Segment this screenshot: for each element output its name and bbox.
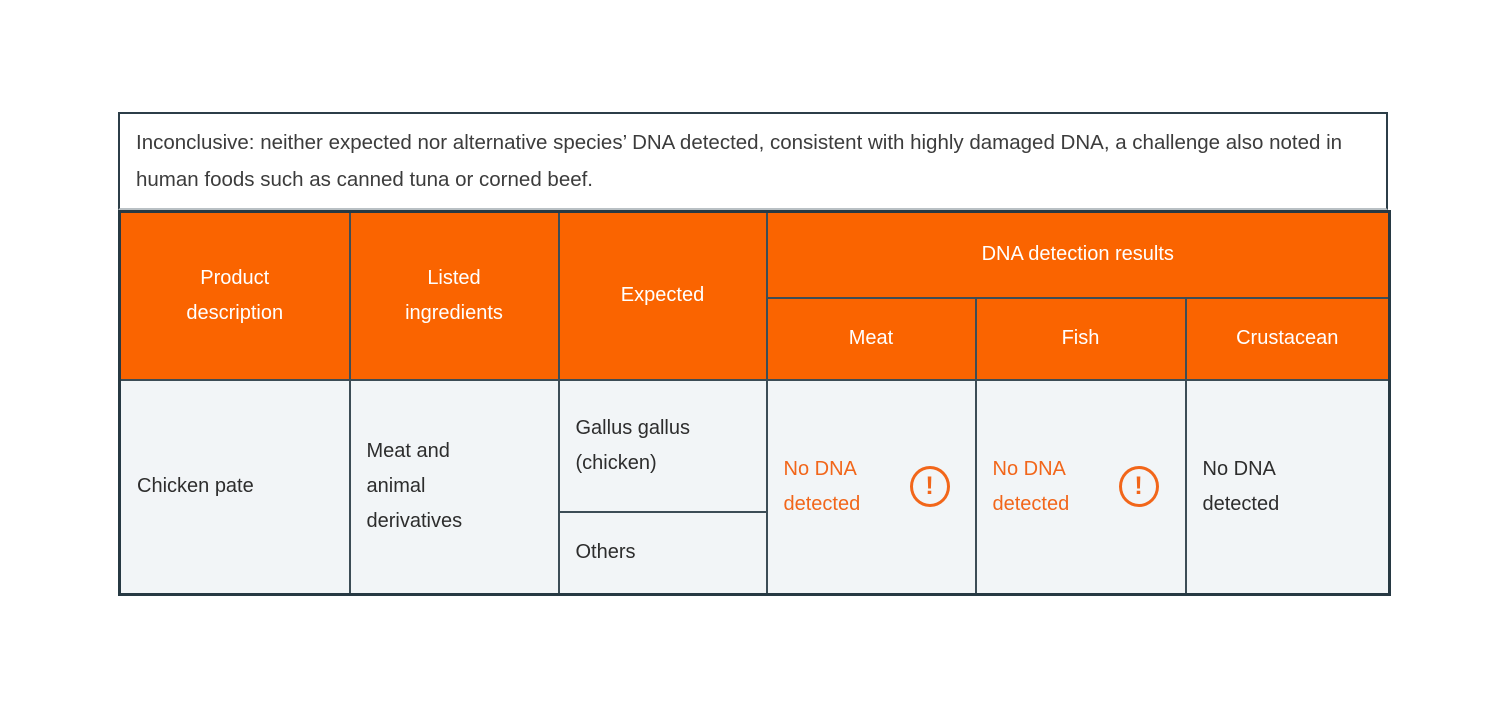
cell-expected-others: Others (557, 510, 768, 596)
header-meat-label: Meat (848, 327, 894, 349)
warning-icon: ! (909, 466, 950, 508)
meat-result-value: No DNA detected (783, 457, 861, 515)
inconclusive-note: Inconclusive: neither expected nor alter… (118, 112, 1388, 210)
meat-result: No DNA detected ! (784, 452, 965, 522)
header-fish-label: Fish (1061, 327, 1100, 349)
header-product-description: Product description (118, 210, 351, 381)
header-crustacean-label: Crustacean (1236, 327, 1339, 349)
cell-listed-ingredients: Meat and animal derivatives (348, 378, 560, 596)
expected-species-value: Gallus gallus (chicken) (575, 416, 691, 474)
header-dna-detection-results: DNA detection results (765, 210, 1391, 299)
header-dna-detection-results-label: DNA detection results (981, 243, 1174, 266)
crustacean-result-value: No DNA detected (1202, 457, 1280, 515)
header-listed-ingredients: Listed ingredients (348, 210, 560, 381)
header-crustacean: Crustacean (1184, 296, 1391, 381)
fish-result-value: No DNA detected (992, 457, 1070, 515)
header-listed-ingredients-label: Listed ingredients (405, 266, 503, 324)
dna-detection-table: Product description Listed ingredients E… (118, 210, 1392, 596)
dna-results-figure: Inconclusive: neither expected nor alter… (118, 112, 1392, 596)
crustacean-result: No DNA detected (1203, 452, 1379, 522)
header-expected-label: Expected (620, 284, 705, 307)
header-expected: Expected (557, 210, 768, 381)
header-meat: Meat (765, 296, 977, 381)
table-row: Others (120, 510, 1390, 596)
warning-icon: ! (1118, 466, 1159, 508)
product-description-value: Chicken pate (137, 475, 254, 498)
cell-meat-result: No DNA detected ! (765, 378, 977, 596)
listed-ingredients-value: Meat and animal derivatives (366, 440, 463, 533)
header-fish: Fish (974, 296, 1187, 381)
fish-result: No DNA detected ! (993, 452, 1175, 522)
cell-product-description: Chicken pate (118, 378, 351, 596)
header-product-description-label: Product description (186, 266, 284, 324)
expected-others-value: Others (575, 541, 636, 564)
cell-crustacean-result: No DNA detected (1184, 378, 1391, 596)
cell-expected-species: Gallus gallus (chicken) (557, 378, 768, 513)
cell-fish-result: No DNA detected ! (974, 378, 1187, 596)
table-row: Chicken pate Meat and animal derivatives… (118, 378, 1391, 596)
